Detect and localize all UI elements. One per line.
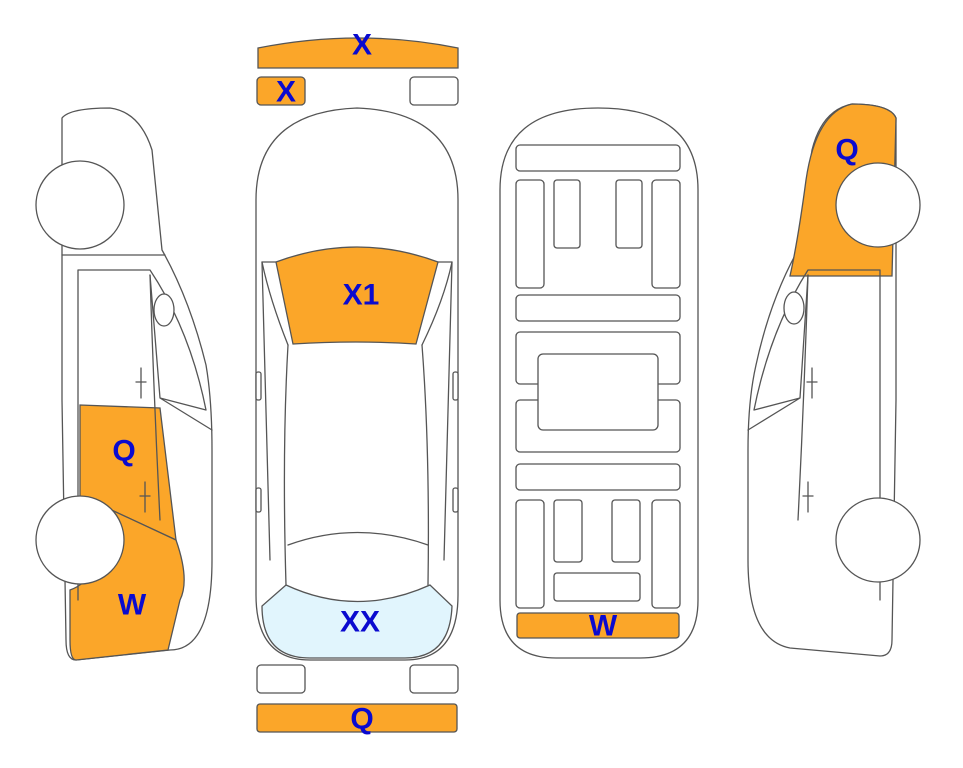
front-left-light-label: X	[276, 76, 296, 109]
rear-left-light-part[interactable]	[257, 665, 305, 693]
right-mirror-side	[784, 292, 804, 324]
rear-bumper-label: Q	[350, 703, 373, 736]
left-handle	[256, 488, 261, 512]
rear-window-label: XX	[340, 606, 380, 639]
right-front-wheel	[836, 163, 920, 247]
underbody-rear-label: W	[589, 610, 618, 643]
damage-labels: X X X1 XX Q Q W W Q	[112, 29, 858, 736]
front-right-light-part[interactable]	[410, 77, 458, 105]
left-side-view	[36, 108, 212, 660]
right-front-fender-label: Q	[835, 134, 858, 167]
under-center-panel	[538, 354, 658, 430]
right-side-view	[748, 104, 920, 656]
left-mirror	[256, 372, 261, 400]
right-handle	[453, 488, 458, 512]
left-rear-quarter-label: W	[118, 589, 147, 622]
left-mirror-side	[154, 294, 174, 326]
windshield-label: X1	[343, 279, 380, 312]
right-mirror	[453, 372, 458, 400]
left-rear-door-label: Q	[112, 435, 135, 468]
front-bumper-label: X	[352, 29, 372, 62]
left-rear-wheel	[36, 496, 124, 584]
rear-right-light-part[interactable]	[410, 665, 458, 693]
underbody-view	[500, 108, 698, 658]
left-front-wheel	[36, 161, 124, 249]
right-rear-wheel	[836, 498, 920, 582]
